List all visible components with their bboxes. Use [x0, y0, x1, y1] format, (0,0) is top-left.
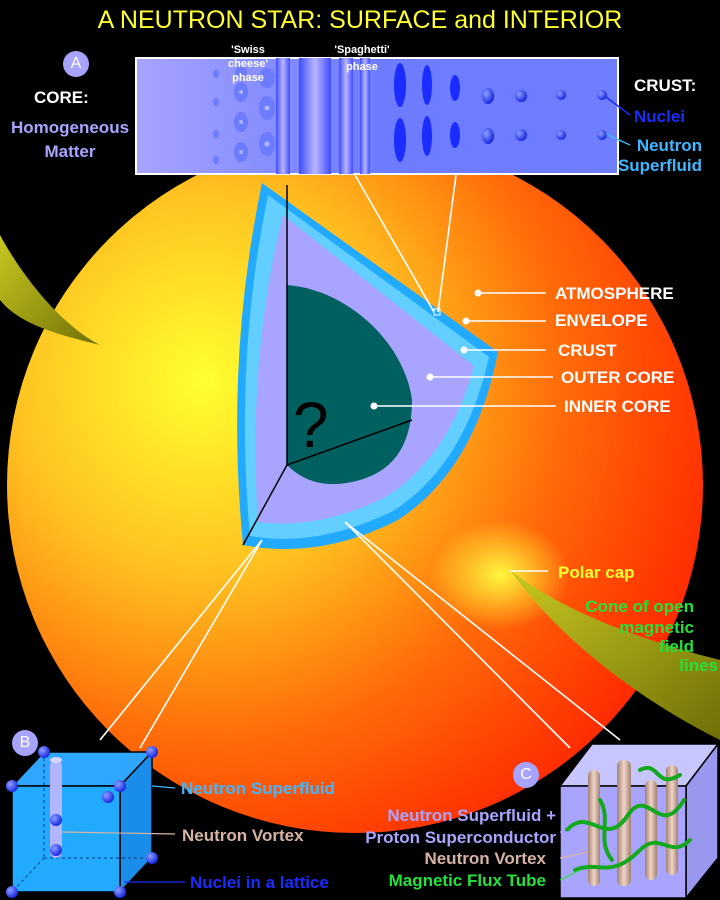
cone-upper-left [0, 235, 100, 345]
panel-b-badge: B [12, 730, 38, 756]
spaghetti-label-2: phase [346, 61, 378, 73]
crust-crosssection-panel [135, 57, 619, 175]
unknown-core-mark: ? [293, 389, 329, 461]
core-mix-label-2: Proton Superconductor [365, 828, 556, 847]
core-mix-label-1: Neutron Superfluid + [387, 806, 556, 825]
lattice-superfluid-label: Neutron Superfluid [181, 779, 335, 798]
crust-heading: CRUST: [634, 76, 697, 95]
flux-tube-label: Magnetic Flux Tube [388, 871, 546, 890]
swiss-cheese-label-3: phase [232, 72, 264, 84]
polar-cap-label: Polar cap [558, 563, 635, 582]
envelope-label: ENVELOPE [555, 311, 648, 330]
polar-cap-glow [430, 520, 570, 630]
lattice-vortex-label: Neutron Vortex [182, 826, 304, 845]
spaghetti-rod [360, 58, 370, 174]
superconductor-cube [558, 741, 720, 900]
neutron-superfluid-label-1: Neutron [636, 136, 702, 155]
cone-lower-right [510, 570, 720, 740]
spaghetti-label-1: 'Spaghetti' [334, 44, 390, 56]
neutron-superfluid-label-2: Superfluid [617, 156, 702, 175]
spaghetti-rod [299, 58, 331, 174]
lattice-cube [6, 746, 185, 898]
nuclei-label: Nuclei [634, 107, 686, 126]
cone-label-4: lines [679, 656, 718, 675]
diagram-title: A NEUTRON STAR: SURFACE and INTERIOR [97, 6, 623, 34]
cone-label-1: Cone of open [585, 597, 694, 616]
cone-label-2: magnetic [619, 618, 694, 637]
inner-core-label: INNER CORE [564, 397, 671, 416]
core-desc-line1: Homogeneous [10, 118, 130, 137]
core-desc-line2: Matter [44, 142, 96, 161]
panel-c-badge: C [513, 762, 539, 788]
core-vortex-label: Neutron Vortex [424, 849, 546, 868]
cone-label-3: field [659, 637, 694, 656]
crust-label: CRUST [558, 341, 617, 360]
lasagna-slabs [394, 63, 460, 162]
swiss-cheese-label-1: 'Swiss [231, 44, 265, 56]
core-heading: CORE: [34, 88, 89, 107]
atmosphere-label: ATMOSPHERE [555, 284, 674, 303]
inner-core-layer [287, 285, 412, 485]
swiss-cheese-label-2: cheese' [228, 58, 268, 70]
spaghetti-rod [339, 58, 353, 174]
lattice-nuclei-label: Nuclei in a lattice [190, 873, 329, 892]
outer-core-label: OUTER CORE [561, 368, 675, 387]
crust-nuclei [482, 88, 607, 144]
swiss-cheese-hole-centers [239, 90, 270, 154]
panel-a-badge: A [63, 51, 89, 77]
spaghetti-rod [276, 58, 290, 174]
swiss-cheese-holes [213, 66, 275, 164]
